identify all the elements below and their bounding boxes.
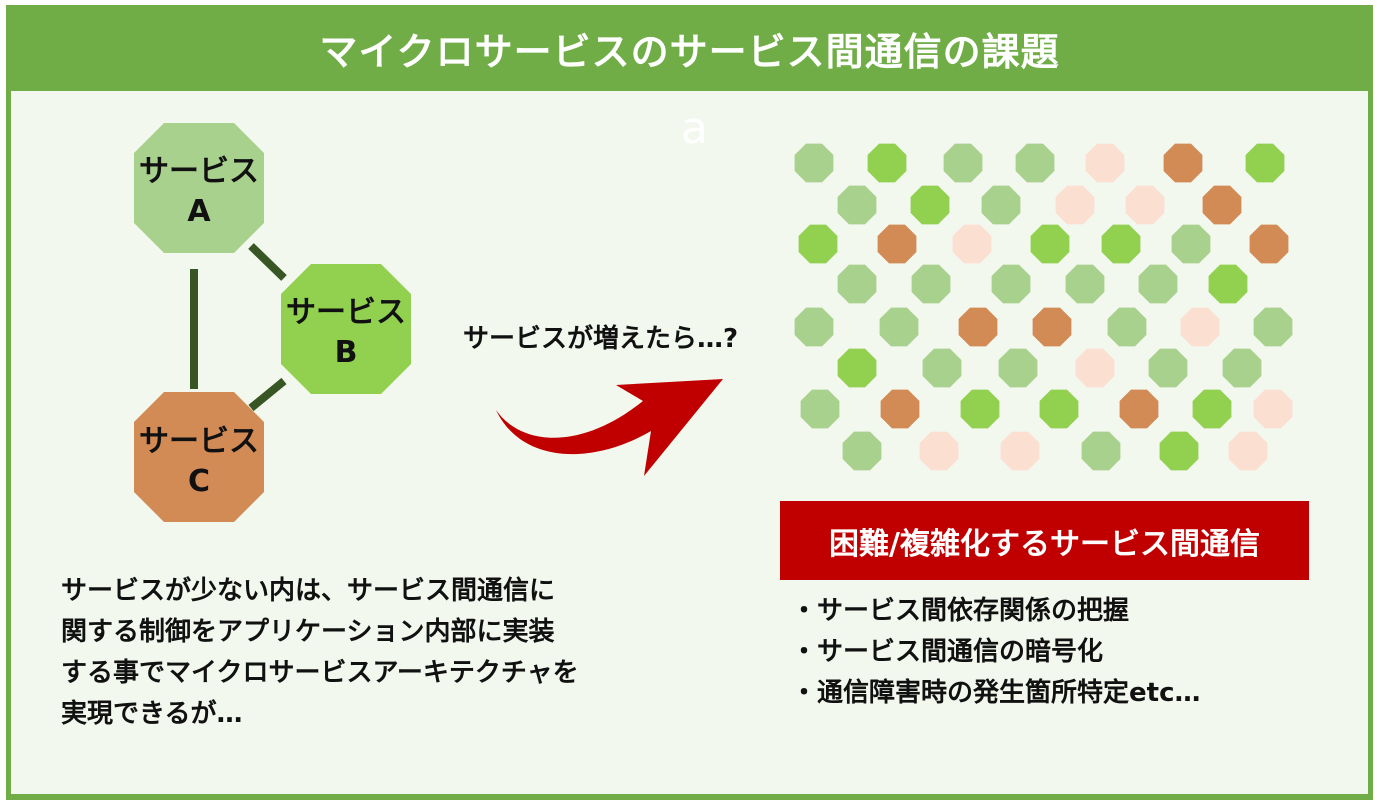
- cluster-service-node: [991, 264, 1031, 304]
- problem-list-item: ・サービス間依存関係の把握: [791, 596, 1130, 626]
- content-panel: a サービス A サービス B サービス C: [11, 91, 1368, 794]
- connector-a-b: [248, 243, 287, 281]
- cluster-service-node: [1030, 224, 1070, 264]
- diagram-canvas: サービス A サービス B サービス C: [134, 123, 1293, 522]
- cluster-service-node: [1163, 143, 1203, 183]
- cluster-service-node: [1171, 224, 1211, 264]
- cluster-service-node: [794, 307, 834, 347]
- growth-arrow: [496, 379, 723, 476]
- service-c-label-line2: C: [188, 464, 210, 499]
- diagram-frame: マイクロサービスのサービス間通信の課題 a サービス A サービス B サービス: [6, 5, 1373, 800]
- cluster-service-node: [910, 185, 950, 225]
- cluster-service-node: [879, 307, 919, 347]
- service-a-node: サービス A: [134, 123, 264, 253]
- cluster-service-node: [1055, 185, 1095, 225]
- cluster-service-node: [981, 185, 1021, 225]
- arrow-caption: サービスが増えたら…?: [463, 324, 739, 354]
- cluster-service-node: [952, 224, 992, 264]
- left-description-line: 関する制御をアプリケーション内部に実装: [61, 617, 555, 647]
- cluster-service-node: [1228, 431, 1268, 471]
- cluster-service-node: [998, 348, 1038, 388]
- connector-b-c: [248, 377, 287, 412]
- cluster-service-node: [922, 348, 962, 388]
- cluster-service-node: [1180, 307, 1220, 347]
- cluster-service-node: [1065, 264, 1105, 304]
- cluster-service-node: [1159, 431, 1199, 471]
- service-b-node: サービス B: [281, 264, 411, 394]
- cluster-service-node: [911, 264, 951, 304]
- cluster-service-node: [1085, 143, 1125, 183]
- cluster-service-node: [1032, 307, 1072, 347]
- problem-list-item: ・通信障害時の発生箇所特定etc…: [791, 678, 1201, 708]
- cluster-service-node: [1192, 389, 1232, 429]
- cluster-service-node: [1119, 389, 1159, 429]
- cluster-service-node: [867, 143, 907, 183]
- problem-banner-label: 困難/複雑化するサービス間通信: [829, 526, 1260, 562]
- cluster-service-node: [1075, 348, 1115, 388]
- cluster-service-node: [1245, 143, 1285, 183]
- cluster-service-node: [1253, 389, 1293, 429]
- cluster-service-node: [1000, 431, 1040, 471]
- cluster-service-node: [960, 389, 1000, 429]
- stray-text: a: [681, 103, 708, 154]
- cluster-service-node: [1125, 185, 1165, 225]
- service-cluster: [794, 143, 1293, 471]
- cluster-service-node: [794, 143, 834, 183]
- service-c-node: サービス C: [134, 392, 264, 522]
- service-b-label-line1: サービス: [286, 295, 406, 330]
- service-a-label-line2: A: [187, 194, 211, 229]
- cluster-service-node: [1249, 224, 1289, 264]
- service-b-label-line2: B: [335, 335, 358, 370]
- cluster-service-node: [919, 431, 959, 471]
- cluster-service-node: [1222, 348, 1262, 388]
- problem-list: ・サービス間依存関係の把握 ・サービス間通信の暗号化 ・通信障害時の発生箇所特定…: [791, 591, 1351, 714]
- problem-banner: 困難/複雑化するサービス間通信: [780, 501, 1309, 580]
- cluster-service-node: [958, 307, 998, 347]
- cluster-service-node: [1202, 185, 1242, 225]
- left-description: サービスが少ない内は、サービス間通信に 関する制御をアプリケーション内部に実装 …: [61, 571, 621, 735]
- cluster-service-node: [880, 389, 920, 429]
- cluster-service-node: [837, 185, 877, 225]
- title-bar: マイクロサービスのサービス間通信の課題: [6, 5, 1373, 91]
- cluster-service-node: [800, 389, 840, 429]
- left-description-line: 実現できるが…: [61, 699, 243, 729]
- cluster-service-node: [1253, 307, 1293, 347]
- cluster-service-node: [798, 224, 838, 264]
- cluster-service-node: [877, 224, 917, 264]
- cluster-service-node: [1039, 389, 1079, 429]
- cluster-service-node: [1101, 224, 1141, 264]
- cluster-service-node: [1208, 264, 1248, 304]
- cluster-service-node: [837, 348, 877, 388]
- cluster-service-node: [1081, 431, 1121, 471]
- cluster-service-node: [943, 143, 983, 183]
- service-c-label-line1: サービス: [139, 424, 259, 459]
- left-description-line: する事でマイクロサービスアーキテクチャを: [61, 658, 579, 688]
- page-title: マイクロサービスのサービス間通信の課題: [319, 29, 1060, 74]
- cluster-service-node: [1138, 264, 1178, 304]
- service-a-label-line1: サービス: [139, 154, 259, 189]
- cluster-service-node: [842, 431, 882, 471]
- cluster-service-node: [837, 264, 877, 304]
- problem-list-item: ・サービス間通信の暗号化: [791, 637, 1104, 667]
- left-description-line: サービスが少ない内は、サービス間通信に: [61, 576, 556, 606]
- cluster-service-node: [1015, 143, 1055, 183]
- cluster-service-node: [1148, 348, 1188, 388]
- cluster-service-node: [1107, 307, 1147, 347]
